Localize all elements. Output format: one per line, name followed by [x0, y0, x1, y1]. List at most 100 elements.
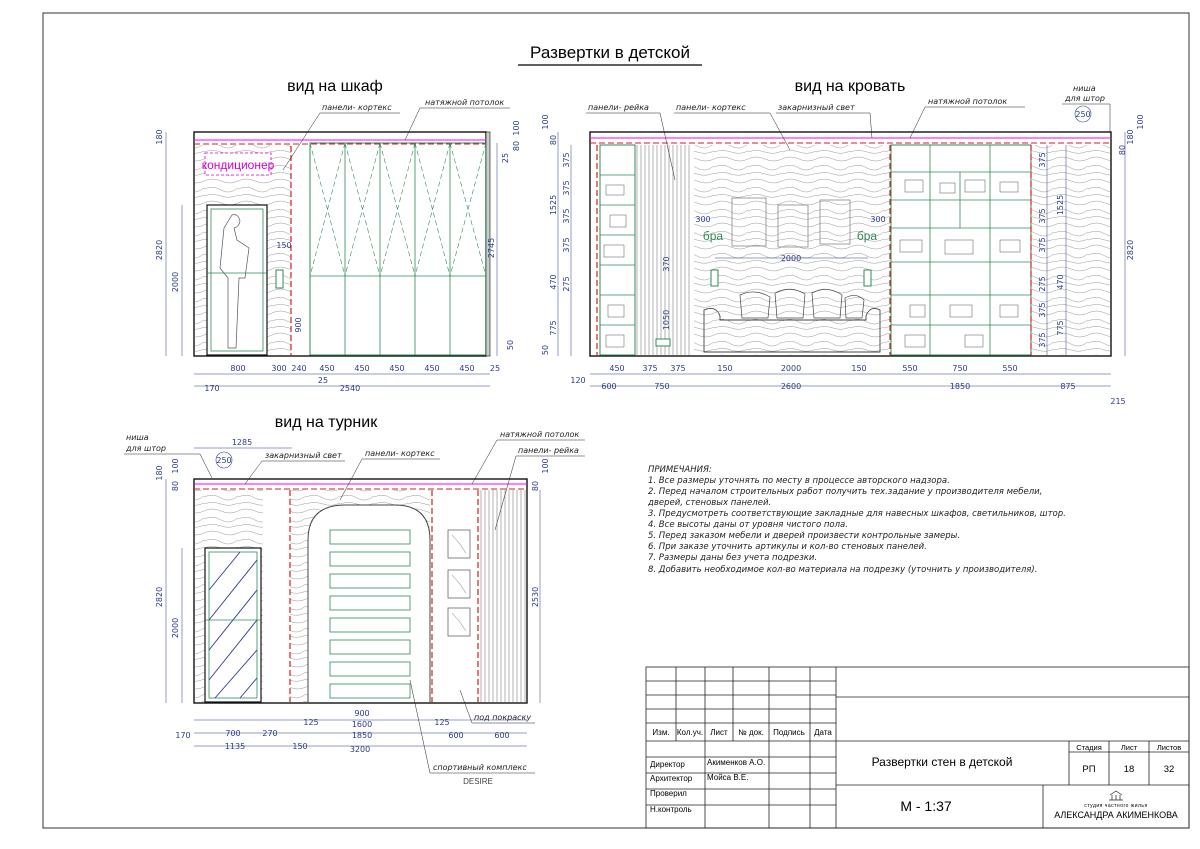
bar-dim-80: 80 — [171, 481, 180, 491]
bar-ceiling-label: натяжной потолок — [500, 430, 579, 439]
wardrobe-dim-25c: 25 — [501, 153, 510, 163]
bed-panels-label: панели- кортекс — [676, 103, 746, 112]
bed-dim-375r3: 375 — [1038, 237, 1047, 252]
bar-dim-1850: 1850 — [352, 731, 372, 740]
studio-logo-icon — [1109, 790, 1123, 801]
bar-dim-1600: 1600 — [352, 720, 372, 729]
wall-bars — [329, 529, 411, 699]
bed-dim-470r: 470 — [1056, 274, 1065, 289]
wardrobe-dim-25b: 25 — [490, 364, 500, 373]
sheet-frame — [42, 12, 1190, 829]
view-bar: вид на турник ниша для штор закарнизный — [124, 414, 585, 786]
bed-dim-100l: 100 — [541, 114, 550, 129]
bed-dim-50l: 50 — [541, 345, 550, 355]
bed-dim-750a: 750 — [952, 364, 967, 373]
wardrobe-dim-450d: 450 — [424, 364, 439, 373]
note-1: 1. Все размеры уточнять по месту в проце… — [648, 476, 950, 486]
bed-curtains-label: для штор — [1064, 94, 1105, 103]
stamp-header-date: Дата — [814, 728, 832, 737]
bar-dim-2000: 2000 — [171, 618, 180, 638]
bed-dim-375r1: 375 — [1038, 152, 1047, 167]
stamp-name-architect: Мойса В.Е. — [707, 773, 748, 782]
wardrobe-dim-50: 50 — [506, 340, 515, 350]
bed-dim-375l3: 375 — [562, 208, 571, 223]
left-sconce-label: бра — [703, 229, 724, 243]
bar-light-label: закарнизный свет — [265, 451, 342, 460]
bed-dim-300b: 300 — [870, 215, 885, 224]
right-bookshelf — [890, 144, 1032, 356]
note-3: 3. Предусмотреть соответствующие закладн… — [648, 509, 1066, 519]
bed-dim-100r: 100 — [1136, 114, 1145, 129]
wardrobe-dim-300: 300 — [271, 364, 286, 373]
bed-dim-550b: 550 — [1002, 364, 1017, 373]
bed-dim-375r4: 375 — [1038, 302, 1047, 317]
wardrobe-dim-2000: 2000 — [171, 272, 180, 292]
bed-dim-250: 250 — [1075, 110, 1090, 119]
bar-dim-900: 900 — [354, 709, 369, 718]
stamp-sheets-label: Листов — [1157, 743, 1181, 752]
bed-dim-215: 215 — [1110, 397, 1125, 406]
bar-dim-1285: 1285 — [232, 438, 252, 447]
sofa — [703, 308, 881, 353]
person-figure — [219, 214, 250, 349]
stamp-name-director: Акименков А.О. — [707, 758, 765, 767]
stamp-header-koluch: Кол.уч. — [677, 728, 703, 737]
bar-view-title: вид на турник — [275, 414, 378, 431]
stamp-scale: М - 1:37 — [900, 798, 952, 814]
bed-dim-370: 370 — [662, 256, 671, 271]
bed-dim-550a: 550 — [902, 364, 917, 373]
bar-dim-125b: 125 — [434, 718, 449, 727]
studio-logo: студия частного жилья АЛЕКСАНДРА АКИМЕНК… — [1054, 790, 1178, 820]
bed-niche-label: ниша — [1073, 84, 1096, 93]
view-wardrobe: вид на шкаф кондиционер панели- кортекс … — [155, 78, 521, 393]
wardrobe-dim-180: 180 — [155, 129, 164, 144]
wardrobe-dim-100: 100 — [512, 120, 521, 135]
wardrobe-dim-240: 240 — [291, 364, 306, 373]
bar-dim-600b: 600 — [494, 731, 509, 740]
bed-dim-1050: 1050 — [662, 310, 671, 330]
wardrobe-dim-170: 170 — [204, 384, 219, 393]
bed-dim-180r: 180 — [1126, 129, 1135, 144]
bed-dim-2820r: 2820 — [1126, 240, 1135, 260]
wardrobe-dim-900: 900 — [294, 317, 303, 332]
wardrobe-dim-450b: 450 — [354, 364, 369, 373]
bed-dim-275r: 275 — [1038, 276, 1047, 291]
bar-dim-80r: 80 — [531, 481, 540, 491]
title-block — [645, 666, 1190, 829]
bed-dim-450: 450 — [609, 364, 624, 373]
notes-block: ПРИМЕЧАНИЯ: 1. Все размеры уточнять по м… — [647, 465, 1066, 575]
stamp-sheet-title: Развертки стен в детской — [872, 755, 1013, 769]
stamp-header-sign: Подпись — [773, 728, 805, 737]
bed-dim-375r2: 375 — [1038, 208, 1047, 223]
bar-panels-label: панели- кортекс — [365, 449, 435, 458]
wardrobe-dim-450c: 450 — [389, 364, 404, 373]
bed-wall-outline — [589, 131, 1112, 357]
bed-dim-775l: 775 — [549, 320, 558, 335]
bar-dim-170: 170 — [175, 731, 190, 740]
light-switch — [275, 269, 284, 289]
stamp-role-checked: Проверил — [650, 789, 687, 798]
stamp-sheet: 18 — [1124, 764, 1135, 775]
stamp-sheet-label: Лист — [1121, 743, 1138, 752]
stamp-role-director: Директор — [650, 760, 685, 769]
studio-name: АЛЕКСАНДРА АКИМЕНКОВА — [1054, 810, 1178, 820]
wardrobe-dim-150: 150 — [276, 241, 291, 250]
wardrobe-view-title: вид на шкаф — [287, 78, 383, 95]
bed-light-label: закарнизный свет — [778, 103, 855, 112]
bed-dim-470l: 470 — [549, 274, 558, 289]
wardrobe-dim-2820: 2820 — [155, 240, 164, 260]
page-title: Развертки в детской — [530, 43, 690, 62]
stamp-sheets: 32 — [1164, 764, 1175, 775]
bar-dim-150: 150 — [292, 742, 307, 751]
wardrobe-dim-80: 80 — [512, 141, 521, 151]
view-bed: вид на кровать бра бра 2000 300 300 — [541, 78, 1145, 406]
bar-dim-100: 100 — [171, 458, 180, 473]
bed-dim-375b: 375 — [670, 364, 685, 373]
bed-dim-1525l: 1525 — [549, 195, 558, 215]
bed-dim-775r: 775 — [1056, 320, 1065, 335]
bar-dim-1135: 1135 — [225, 742, 245, 751]
bed-dim-275l: 275 — [562, 276, 571, 291]
bar-dim-180: 180 — [155, 465, 164, 480]
stamp-role-norm: Н.контроль — [650, 805, 692, 814]
